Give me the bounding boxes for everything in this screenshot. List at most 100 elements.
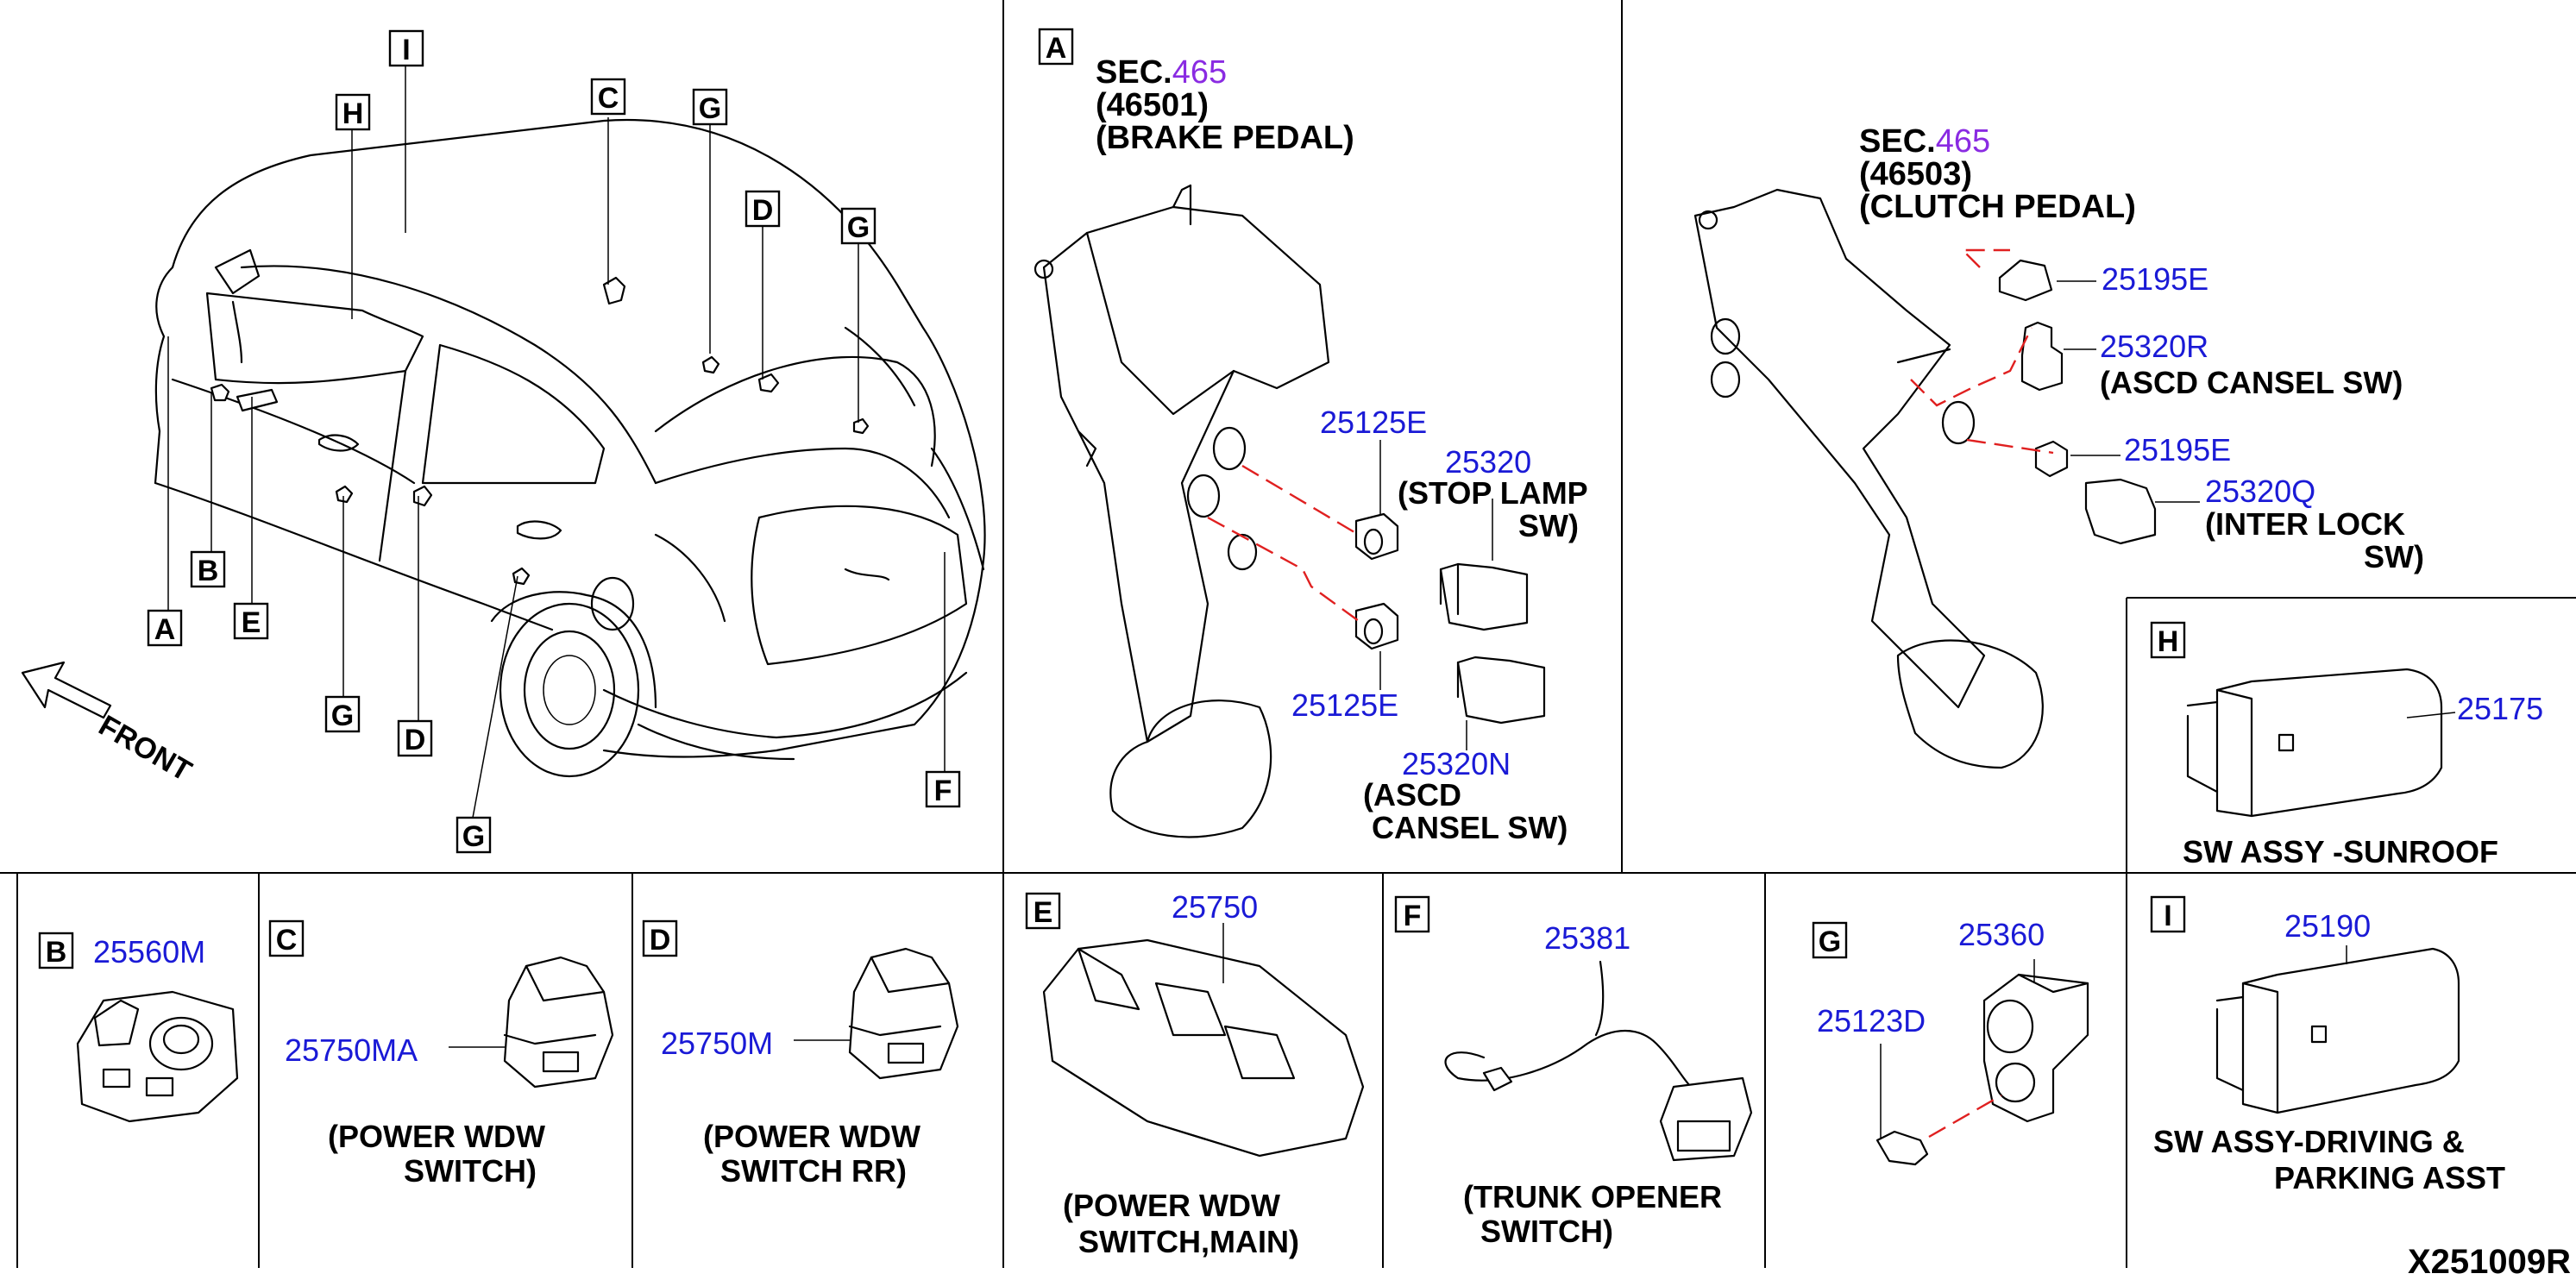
part-25123d: 25123D (1817, 1003, 1926, 1038)
svg-text:D: D (650, 924, 671, 957)
svg-text:A: A (1046, 32, 1067, 65)
power-wdw-c-2: SWITCH) (404, 1153, 537, 1189)
svg-text:D: D (405, 724, 426, 756)
part-25125e-lower: 25125E (1291, 687, 1398, 723)
inter-lock-label-2: SW) (2364, 539, 2424, 574)
power-wdw-c-1: (POWER WDW (328, 1119, 545, 1154)
part-25195e-upper: 25195E (2102, 261, 2208, 297)
svg-text:B: B (46, 936, 67, 969)
diagram-code: X251009R (2408, 1243, 2571, 1280)
panel-h-box: H (2150, 621, 2186, 659)
stop-lamp-label-2: SW) (1518, 508, 1579, 543)
svg-text:G: G (847, 211, 870, 244)
svg-text:C: C (598, 82, 619, 115)
view-label-i: I (388, 29, 424, 67)
svg-text:G: G (462, 820, 485, 853)
part-25320r: 25320R (2100, 329, 2208, 364)
sunroof-name: SW ASSY -SUNROOF (2183, 834, 2498, 869)
clutch-sec-ref: SEC.465 (1859, 123, 1990, 160)
power-window-switch-drawing (449, 956, 614, 1089)
svg-text:E: E (242, 606, 261, 639)
clutch-pedal-drawing (1693, 188, 2200, 769)
view-label-g: G (324, 695, 361, 733)
brake-sec-ref: SEC.465 (1096, 54, 1227, 91)
svg-text:G: G (699, 92, 721, 125)
svg-text:G: G (1819, 925, 1841, 958)
car-overview (21, 57, 986, 819)
svg-text:H: H (342, 97, 364, 130)
power-wdw-main-1: (POWER WDW (1063, 1188, 1280, 1223)
ascd-label-2: CANSEL SW) (1372, 810, 1568, 845)
svg-text:I: I (402, 34, 410, 66)
svg-text:E: E (1034, 896, 1053, 929)
brake-pedal-drawing (1034, 184, 1546, 838)
svg-text:D: D (752, 194, 774, 227)
panel-c-box: C (268, 919, 305, 957)
power-wdw-main-2: SWITCH,MAIN) (1078, 1224, 1299, 1259)
trunk-opener-drawing (1444, 960, 1753, 1162)
svg-text:F: F (934, 775, 952, 807)
panel-g-box: G (1812, 921, 1848, 959)
panel-f-box: F (1394, 895, 1430, 933)
svg-text:F: F (1404, 900, 1422, 932)
svg-text:H: H (2158, 625, 2179, 658)
view-label-a: A (147, 609, 183, 647)
part-25750ma: 25750MA (285, 1032, 418, 1068)
part-25750: 25750 (1172, 889, 1258, 925)
view-label-d: D (397, 719, 433, 757)
svg-text:C: C (276, 924, 298, 957)
part-25175: 25175 (2457, 691, 2543, 726)
panel-d-box: D (642, 919, 678, 957)
view-label-g: G (840, 207, 876, 245)
svg-text:B: B (198, 555, 219, 587)
brake-name: (BRAKE PEDAL) (1096, 120, 1354, 156)
view-label-h: H (335, 93, 371, 131)
part-25195e-lower: 25195E (2124, 432, 2231, 467)
view-label-d: D (745, 190, 781, 228)
part-25125e-upper: 25125E (1320, 405, 1427, 440)
front-label: FRONT (93, 709, 198, 788)
sunroof-switch-drawing (2186, 668, 2456, 818)
ascd-cansel-clutch: (ASCD CANSEL SW) (2100, 365, 2403, 400)
trunk-opener-2: SWITCH) (1480, 1214, 1613, 1249)
svg-text:G: G (331, 700, 354, 732)
part-25320q: 25320Q (2205, 474, 2315, 509)
view-label-g: G (692, 88, 728, 126)
svg-text:A: A (154, 613, 176, 646)
clutch-name: (CLUTCH PEDAL) (1859, 189, 2136, 225)
panel-a-box: A (1038, 28, 1074, 66)
view-label-b: B (190, 550, 226, 588)
driving-parking-1: SW ASSY-DRIVING & (2153, 1124, 2465, 1159)
view-label-c: C (590, 78, 626, 116)
part-25560m: 25560M (93, 934, 205, 969)
part-25360: 25360 (1958, 917, 2045, 952)
part-25190: 25190 (2284, 908, 2371, 944)
panel-b-box: B (38, 932, 74, 969)
part-25750m: 25750M (661, 1026, 773, 1061)
inter-lock-label-1: (INTER LOCK (2205, 506, 2405, 542)
clutch-part-no: (46503) (1859, 156, 1972, 192)
part-25381: 25381 (1544, 920, 1630, 956)
ascd-label-1: (ASCD (1363, 777, 1461, 813)
part-25320: 25320 (1445, 444, 1531, 480)
power-window-rr-switch-drawing (794, 947, 959, 1080)
panel-i-box: I (2150, 895, 2186, 933)
power-wdw-d-1: (POWER WDW (703, 1119, 920, 1154)
svg-text:I: I (2164, 900, 2171, 932)
power-wdw-d-2: SWITCH RR) (720, 1153, 907, 1189)
driving-parking-2: PARKING ASST (2274, 1160, 2505, 1195)
view-label-f: F (925, 770, 961, 808)
stop-lamp-label-1: (STOP LAMP (1398, 475, 1588, 511)
door-switch-drawing (1875, 959, 2089, 1166)
trunk-opener-1: (TRUNK OPENER (1463, 1179, 1722, 1214)
view-label-g: G (456, 816, 492, 854)
driving-parking-switch-drawing (2215, 945, 2460, 1114)
view-label-e: E (233, 602, 269, 640)
panel-e-box: E (1025, 892, 1061, 930)
main-window-switch-drawing (1042, 923, 1365, 1158)
mirror-switch-drawing (76, 990, 239, 1123)
part-25320n: 25320N (1402, 746, 1511, 781)
brake-part-no: (46501) (1096, 87, 1209, 123)
